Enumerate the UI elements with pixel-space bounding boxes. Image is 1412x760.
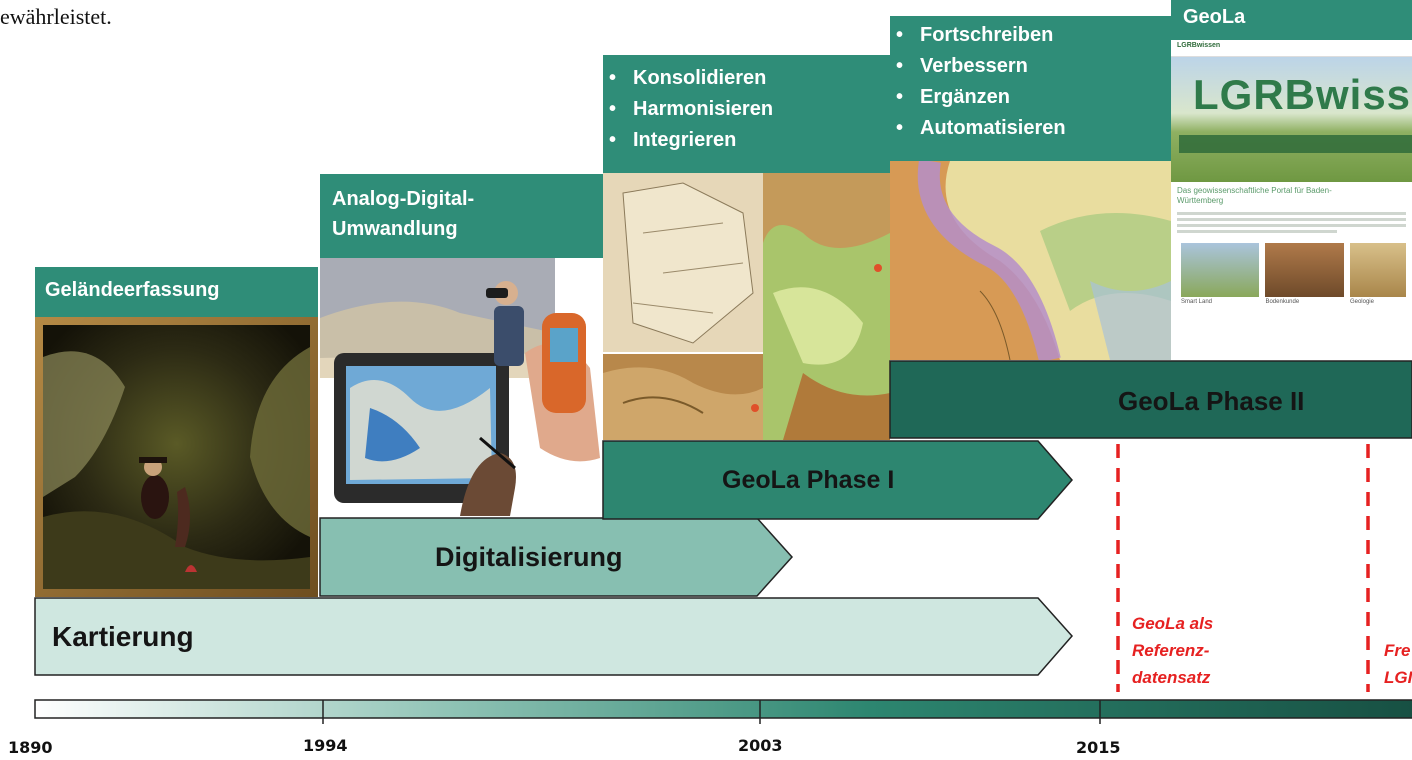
- terrain-map: [890, 161, 1171, 360]
- website-banner-title: LGRBwisse: [1193, 71, 1412, 118]
- analog-header-line2: Umwandlung: [332, 218, 458, 240]
- phase2-label: GeoLa Phase II: [1118, 386, 1305, 416]
- geomap-graphic: [603, 173, 890, 440]
- timeline-bar: [34, 699, 1412, 719]
- lgrbwissen-screenshot: LGRBwissen LGRBwisse Das geowissenschaft…: [1171, 40, 1412, 360]
- terrain-graphic: [890, 161, 1171, 360]
- card-label: Bodenkunde: [1265, 299, 1300, 305]
- tick-label-1994: 1994: [303, 736, 348, 755]
- kartierung-label: Kartierung: [52, 621, 194, 652]
- phase1-bar: [602, 440, 1073, 520]
- kartierung-bar: [34, 597, 1074, 676]
- collage-graphic: [320, 258, 600, 516]
- painting-graphic: [35, 317, 318, 597]
- website-card[interactable]: Bodenkunde: [1265, 243, 1344, 305]
- phase1-label: GeoLa Phase I: [722, 466, 895, 494]
- phase1-bullet: Konsolidieren: [603, 63, 890, 94]
- top-text-fragment: ewährleistet.: [0, 4, 112, 29]
- geological-map-collage: [603, 173, 890, 440]
- phase2-bullet: Verbessern: [890, 51, 1171, 82]
- tick-label-1890: 1890: [8, 738, 53, 757]
- card-label: Smart Land: [1181, 299, 1213, 305]
- website-logo-small: LGRBwissen: [1177, 42, 1221, 49]
- gelaende-header: Geländeerfassung: [35, 267, 318, 317]
- phase1-bullets-box: Konsolidieren Harmonisieren Integrieren: [603, 55, 890, 173]
- gelaende-header-label: Geländeerfassung: [45, 279, 220, 301]
- phase1-bullet-list: Konsolidieren Harmonisieren Integrieren: [603, 63, 890, 156]
- milestone-2015-line2: Referenz-: [1132, 641, 1210, 660]
- website-topbar: LGRBwissen: [1171, 40, 1412, 57]
- portal-title-line2: Württemberg: [1177, 196, 1224, 205]
- phase2-bullets-box: Fortschreiben Verbessern Ergänzen Automa…: [890, 16, 1171, 161]
- milestone-right-line1: Fre: [1384, 641, 1411, 660]
- analog-header-line1: Analog-Digital-: [332, 188, 475, 210]
- phase2-bar: [889, 360, 1412, 439]
- phase2-bullet: Fortschreiben: [890, 20, 1171, 51]
- milestone-right-note: Fre LGI: [1384, 637, 1412, 691]
- analog-header: Analog-Digital- Umwandlung: [320, 174, 603, 258]
- portal-title-line1: Das geowissenschaftliche Portal für Bade…: [1177, 186, 1332, 195]
- analog-photo-collage: [320, 258, 603, 516]
- website-body-text-lines: [1171, 206, 1412, 233]
- digitalisierung-label: Digitalisierung: [435, 542, 623, 572]
- website-card[interactable]: Smart Land: [1181, 243, 1260, 305]
- geola-header: GeoLa: [1171, 0, 1412, 40]
- phase1-bullet: Integrieren: [603, 125, 890, 156]
- phase2-bullet: Ergänzen: [890, 82, 1171, 113]
- gelaende-painting: [35, 317, 318, 597]
- tick-label-2015: 2015: [1076, 738, 1121, 757]
- phase2-bullet-list: Fortschreiben Verbessern Ergänzen Automa…: [890, 20, 1171, 144]
- milestone-2015-note: GeoLa als Referenz- datensatz: [1132, 610, 1213, 691]
- milestone-right-line2: LGI: [1384, 668, 1412, 687]
- website-banner: LGRBwisse: [1171, 57, 1412, 182]
- geola-header-label: GeoLa: [1183, 6, 1246, 28]
- website-cards: Smart Land Bodenkunde Geologie: [1171, 233, 1412, 305]
- website-search-strip: [1179, 135, 1412, 153]
- phase2-bullet: Automatisieren: [890, 113, 1171, 144]
- website-card[interactable]: Geologie: [1349, 243, 1406, 305]
- tick-label-2003: 2003: [738, 736, 783, 755]
- phase1-bullet: Harmonisieren: [603, 94, 890, 125]
- card-label: Geologie: [1349, 299, 1374, 305]
- website-portal-title: Das geowissenschaftliche Portal für Bade…: [1171, 182, 1412, 206]
- milestone-2015-line3: datensatz: [1132, 668, 1211, 687]
- milestone-2015-line1: GeoLa als: [1132, 614, 1214, 633]
